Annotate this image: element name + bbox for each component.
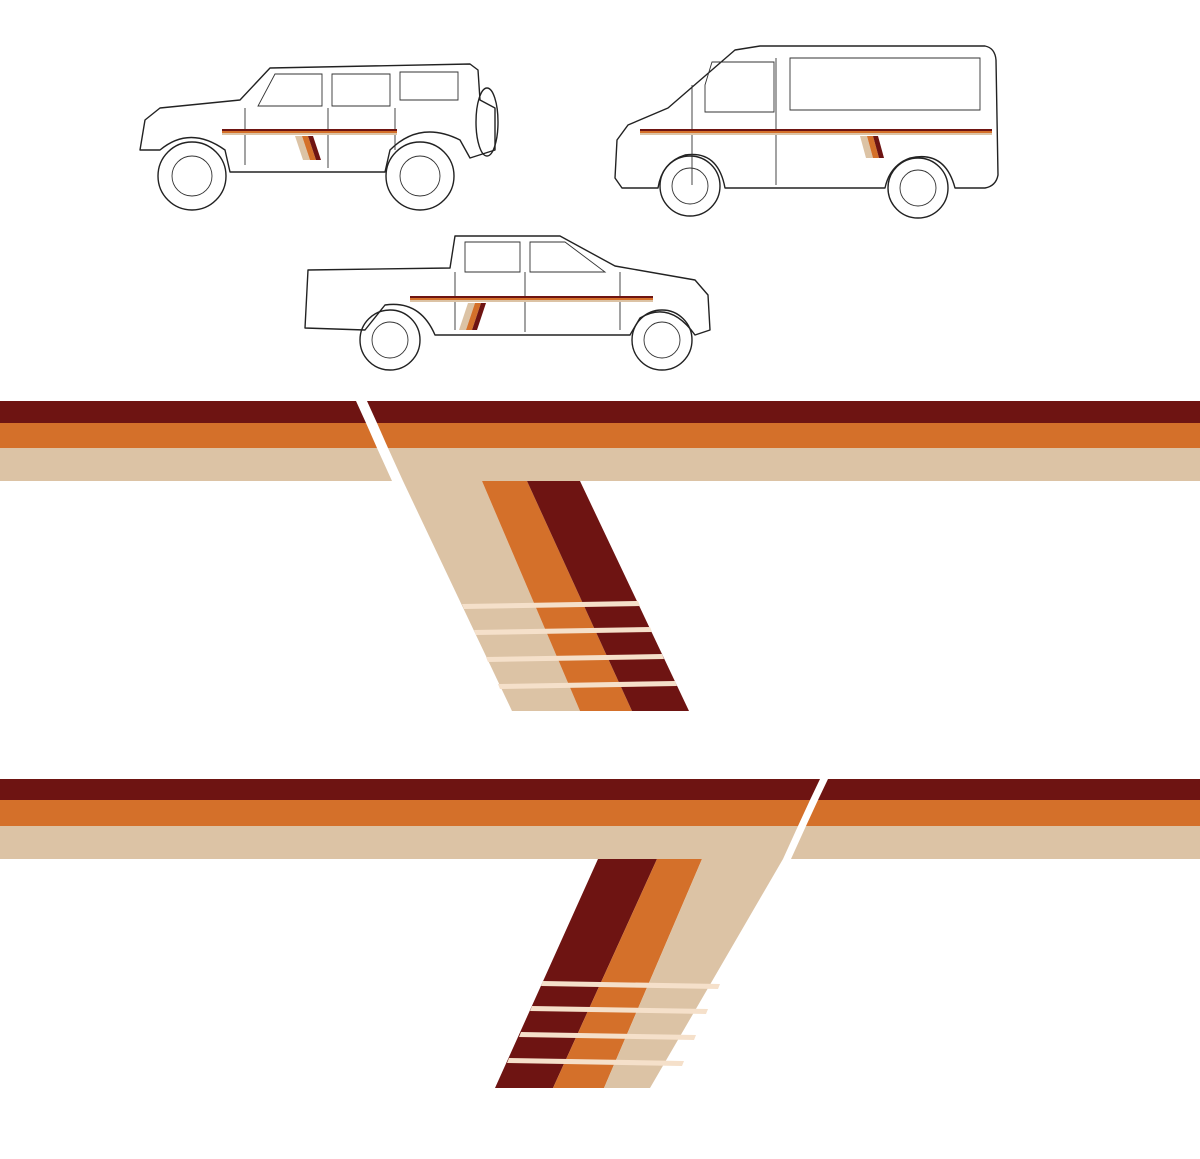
stripe-orange-left <box>0 800 810 826</box>
stripe-dark-red-right <box>367 401 1200 423</box>
stripe-tan-right <box>791 826 1200 859</box>
cargo-van-icon <box>614 45 999 219</box>
leg-orange <box>482 481 632 711</box>
leg-cut-lines <box>507 981 720 1066</box>
stripe-orange-right <box>377 423 1200 448</box>
right-side-decal <box>0 401 1200 711</box>
stripe-tan-left <box>0 826 798 859</box>
leg-orange <box>553 859 702 1088</box>
stripe-dark-red-left <box>0 779 820 800</box>
stripe-dark-red-left <box>0 401 366 423</box>
left-side-decal <box>0 779 1200 1088</box>
stripe-tan-right <box>388 448 1200 481</box>
leg-tan <box>604 859 783 1088</box>
pickup-truck-icon <box>304 235 711 371</box>
stripe-dark-red-right <box>818 779 1200 800</box>
suv-bronco-icon <box>139 63 499 211</box>
stripe-orange-right <box>806 800 1200 826</box>
stripe-tan-left <box>0 448 392 481</box>
leg-tan <box>403 481 580 711</box>
leg-cut-lines <box>462 601 677 689</box>
stripe-orange-left <box>0 423 377 448</box>
leg-dark-red <box>527 481 689 711</box>
leg-dark-red <box>495 859 657 1088</box>
